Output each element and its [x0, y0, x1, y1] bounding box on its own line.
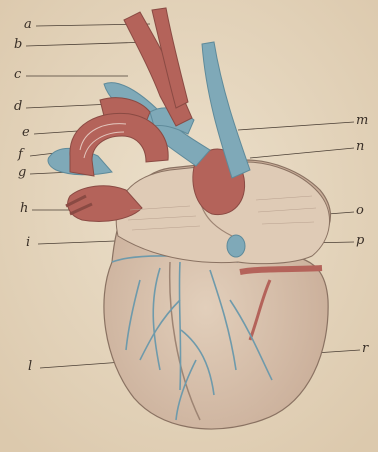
- label-l: l: [28, 360, 32, 373]
- label-e: e: [22, 126, 30, 139]
- label-g: g: [18, 166, 26, 179]
- label-r: r: [362, 342, 368, 355]
- label-f: f: [18, 148, 23, 161]
- coronary-sinus: [227, 235, 245, 257]
- label-c: c: [14, 68, 21, 81]
- label-m: m: [356, 114, 368, 127]
- coronary-artery: [240, 268, 322, 272]
- label-b: b: [14, 38, 22, 51]
- label-d: d: [14, 100, 22, 113]
- label-o: o: [356, 204, 364, 217]
- label-p: p: [356, 234, 364, 247]
- label-h: h: [20, 202, 28, 215]
- label-a: a: [24, 18, 32, 31]
- label-n: n: [356, 140, 364, 153]
- label-i: i: [26, 236, 30, 249]
